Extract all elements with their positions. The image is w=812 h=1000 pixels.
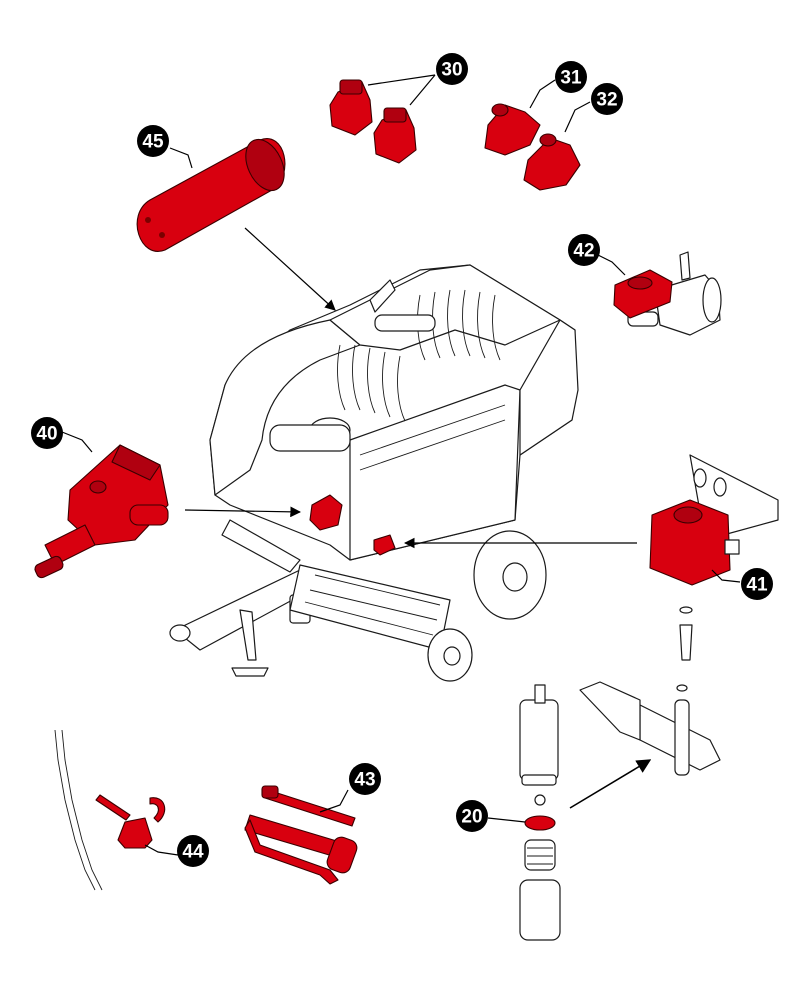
callout-42: 42	[568, 234, 600, 266]
callout-45: 45	[137, 125, 169, 157]
svg-text:32: 32	[596, 90, 617, 111]
svg-text:40: 40	[36, 424, 57, 445]
part-coupler-valve	[484, 103, 541, 156]
part-hydraulic-coupler-pair	[329, 79, 417, 164]
reservoir-installed-location	[373, 534, 396, 556]
part-gearbox	[34, 444, 169, 579]
svg-text:31: 31	[560, 68, 582, 89]
roller-chain	[54, 729, 103, 891]
callout-40: 40	[31, 417, 63, 449]
round-baler-machine	[169, 264, 579, 682]
part-grease-gun	[244, 785, 358, 885]
callout-31: 31	[555, 61, 587, 93]
part-fluid-reservoir	[649, 454, 779, 586]
svg-text:45: 45	[142, 132, 164, 153]
svg-text:41: 41	[746, 575, 768, 596]
gearbox-installed-location	[309, 494, 343, 531]
callout-30: 30	[436, 53, 468, 85]
callout-41: 41	[741, 568, 773, 600]
callout-32: 32	[591, 83, 623, 115]
part-oil-can	[95, 794, 166, 849]
callout-44: 44	[177, 835, 209, 867]
callout-43: 43	[349, 763, 381, 795]
svg-text:30: 30	[441, 60, 462, 81]
tine-rows	[337, 289, 501, 422]
svg-text:43: 43	[354, 770, 375, 791]
svg-text:20: 20	[461, 807, 482, 828]
svg-text:44: 44	[182, 842, 204, 863]
part-coupler-valve-alt	[523, 133, 581, 191]
part-master-cylinder-reservoir	[613, 251, 722, 336]
part-filter-assembly	[519, 684, 561, 941]
callout-20: 20	[456, 800, 488, 832]
pickup-reel	[289, 564, 451, 651]
reservoir-hose-assembly	[579, 606, 721, 776]
part-o-ring-seal	[524, 815, 556, 831]
svg-text:42: 42	[573, 241, 594, 262]
baler-wheels	[427, 530, 547, 682]
part-cylindrical-tank	[136, 138, 286, 252]
